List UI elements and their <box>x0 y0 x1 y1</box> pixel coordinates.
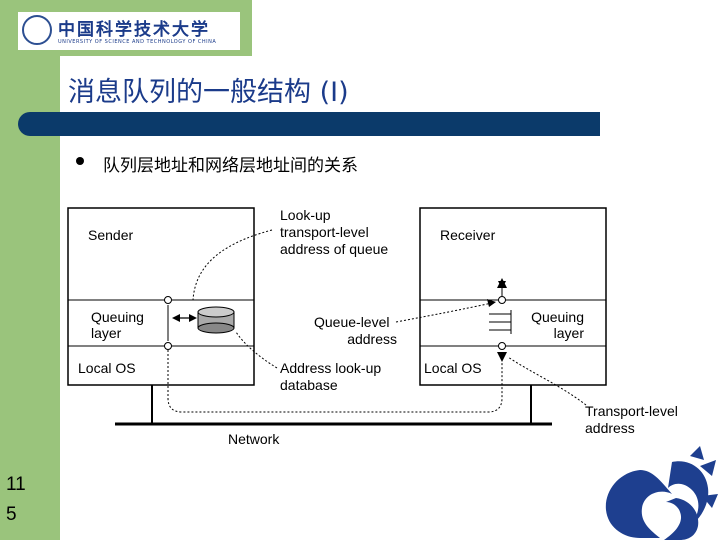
receiver-queue-endpoint <box>498 296 506 304</box>
db-label-line1: Address look-up <box>280 360 381 376</box>
sender-label: Sender <box>88 227 133 243</box>
receiver-queuing-layer-label: Queuing <box>531 309 584 325</box>
db-callout-line <box>235 331 278 369</box>
bullet-dot-icon <box>76 157 84 165</box>
lookup-label-line1: Look-up <box>280 207 331 223</box>
logo-strip: 中国科学技术大学 UNIVERSITY OF SCIENCE AND TECHN… <box>0 0 252 56</box>
network-label: Network <box>228 431 280 447</box>
dragon-emblem-icon <box>605 446 718 540</box>
receiver-transport-endpoint <box>498 342 506 350</box>
transport-callout-line <box>507 356 587 406</box>
queue-level-label-line2: address <box>347 331 397 347</box>
db-link-left-arrowhead-icon <box>172 314 180 322</box>
sender-queuing-layer-label: Queuing <box>91 309 144 325</box>
receiver-down-arrowhead-icon <box>497 352 507 362</box>
bullet-text: 队列层地址和网络层地址间的关系 <box>103 156 358 176</box>
db-label-line2: database <box>280 377 338 393</box>
logo-name-en: UNIVERSITY OF SCIENCE AND TECHNOLOGY OF … <box>58 39 217 45</box>
sender-local-os-label: Local OS <box>78 360 136 376</box>
page-number-line2: 5 <box>6 504 17 525</box>
db-link-right-arrowhead-icon <box>189 314 197 322</box>
receiver-queuing-layer-label-2: layer <box>554 325 585 341</box>
sender-host-box <box>67 207 255 386</box>
receiver-label: Receiver <box>440 227 496 243</box>
sender-transport-endpoint <box>164 342 172 350</box>
slide-title: 消息队列的一般结构 (I) <box>68 77 349 108</box>
transport-level-label-line2: address <box>585 420 635 436</box>
page-number-line1: 11 <box>6 474 26 495</box>
lookup-label-line3: address of queue <box>280 241 388 257</box>
sender-queuing-layer-label-2: layer <box>91 325 122 341</box>
receiver-up-arrowhead-icon <box>497 278 507 288</box>
sender-queue-endpoint <box>164 296 172 304</box>
page-number: 11 5 <box>6 470 26 530</box>
header-bar <box>18 112 600 136</box>
queue-level-callout-line <box>395 302 493 323</box>
queue-level-label-line1: Queue-level <box>314 314 390 330</box>
database-icon <box>197 306 235 334</box>
sidebar-strip <box>0 0 60 540</box>
lookup-label-line2: transport-level <box>280 224 369 240</box>
logo-name-cn: 中国科学技术大学 <box>58 20 210 40</box>
queue-level-callout-arrowhead-icon <box>487 299 496 307</box>
receiver-local-os-label: Local OS <box>424 360 482 376</box>
receiver-host-box <box>419 207 607 386</box>
university-logo: 中国科学技术大学 UNIVERSITY OF SCIENCE AND TECHN… <box>18 12 240 50</box>
university-emblem-icon <box>22 15 52 45</box>
message-path-dashed <box>167 350 503 413</box>
transport-level-label-line1: Transport-level <box>585 403 678 419</box>
